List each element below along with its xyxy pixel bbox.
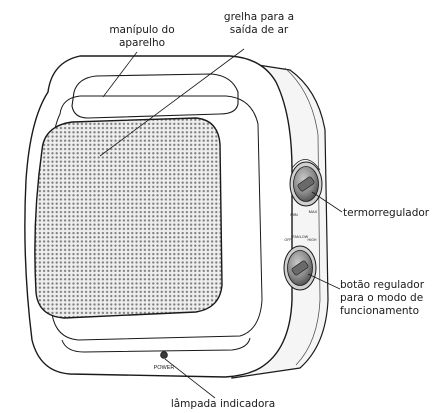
label-indicator: lâmpada indicadora xyxy=(168,398,278,411)
label-mode-knob: botão regulador para o modo de funcionam… xyxy=(340,279,424,318)
thermostat-knob xyxy=(289,159,323,207)
label-thermostat-line-1: termorregulador xyxy=(343,207,430,219)
base-slot xyxy=(61,337,251,353)
label-handle-line-1: manípulo do xyxy=(109,24,175,36)
side-panel-edge xyxy=(284,67,321,366)
label-grille-line-2: saída de ar xyxy=(229,24,289,36)
leader-grille xyxy=(99,48,245,157)
power-indicator-lamp xyxy=(160,351,168,359)
mode-knob xyxy=(283,245,317,291)
mode-1-text: OFF xyxy=(284,238,292,242)
leader-indicator xyxy=(164,358,216,399)
thermostat-max-text: MAX xyxy=(309,209,318,214)
label-mode-knob-line-1: botão regulador xyxy=(340,279,425,291)
label-mode-knob-line-2: para o modo de xyxy=(340,292,424,304)
thermostat-min-text: MIN xyxy=(290,212,297,217)
label-thermostat: termorregulador xyxy=(343,207,429,220)
leader-mode-knob xyxy=(307,273,341,290)
label-mode-knob-line-3: funcionamento xyxy=(340,305,420,317)
label-grille: grelha para a saída de ar xyxy=(214,11,304,37)
power-text: POWER xyxy=(154,365,175,371)
mode-3-text: LOW xyxy=(300,235,309,239)
label-handle-line-2: aparelho xyxy=(118,37,166,49)
mode-2-text: FAN xyxy=(293,235,300,239)
label-indicator-line-1: lâmpada indicadora xyxy=(170,398,276,410)
label-handle: manípulo do aparelho xyxy=(102,24,182,50)
label-grille-line-1: grelha para a xyxy=(223,11,295,23)
leader-thermostat xyxy=(311,191,343,213)
air-outlet-grille xyxy=(34,117,223,319)
leader-handle xyxy=(102,51,138,98)
mode-4-text: HIGH xyxy=(308,238,317,242)
